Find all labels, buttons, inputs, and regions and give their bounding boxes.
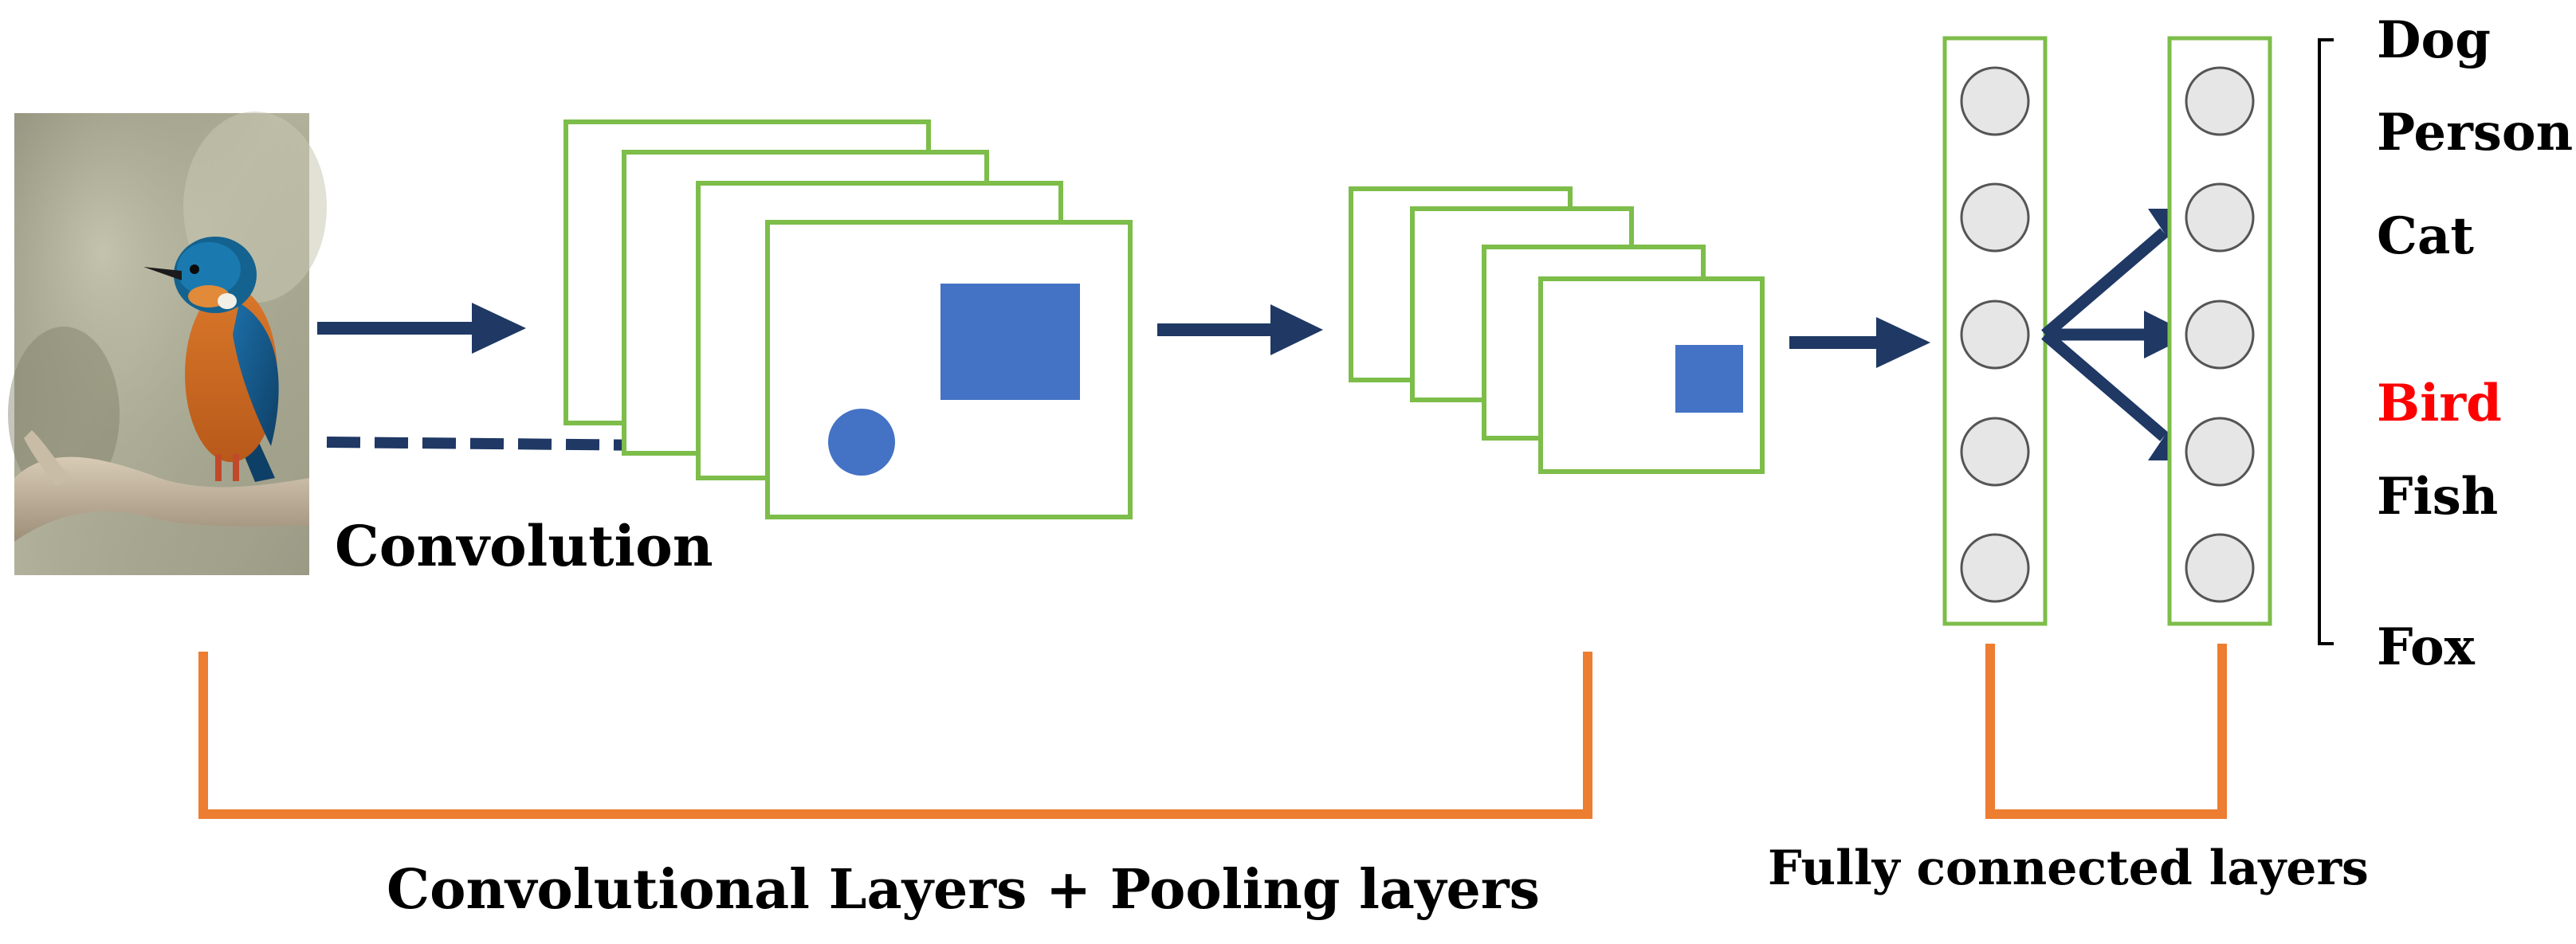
neuron bbox=[2185, 66, 2255, 136]
conv-feature-maps-stack-1 bbox=[564, 119, 1133, 519]
output-label-fox: Fox bbox=[2377, 617, 2476, 677]
feature-square-large bbox=[940, 284, 1080, 400]
input-to-conv-arrow bbox=[317, 303, 526, 354]
neuron bbox=[2185, 300, 2255, 370]
neuron bbox=[2185, 417, 2255, 487]
conv-pool-caption: Convolutional Layers + Pooling layers bbox=[387, 858, 1540, 922]
feature-square-small bbox=[1675, 345, 1743, 413]
output-bracket bbox=[2318, 38, 2334, 645]
fc-layer-column-1 bbox=[1942, 36, 2048, 626]
convolution-label: Convolution bbox=[335, 513, 713, 579]
output-label-cat: Cat bbox=[2377, 206, 2474, 266]
neuron bbox=[1960, 182, 2030, 253]
fc-bracket bbox=[1985, 644, 2227, 819]
fc-layer-column-2 bbox=[2167, 36, 2272, 626]
conv2-to-fc-arrow bbox=[1789, 317, 1930, 368]
neuron bbox=[1960, 417, 2030, 487]
output-label-bird: Bird bbox=[2377, 374, 2502, 433]
neuron bbox=[2185, 533, 2255, 603]
input-bird-image bbox=[8, 112, 327, 575]
neuron bbox=[1960, 66, 2030, 136]
pooling-feature-maps-stack-2 bbox=[1349, 186, 1765, 474]
output-class-labels: Dog Person Cat Bird Fish Fox bbox=[2377, 10, 2573, 677]
conv-pool-bracket bbox=[198, 652, 1592, 819]
output-label-fish: Fish bbox=[2377, 467, 2498, 527]
fc-caption: Fully connected layers bbox=[1768, 840, 2369, 896]
neuron bbox=[1960, 300, 2030, 370]
output-label-dog: Dog bbox=[2377, 10, 2491, 70]
neuron bbox=[1960, 533, 2030, 603]
output-label-person: Person bbox=[2377, 103, 2573, 163]
feature-circle bbox=[828, 409, 895, 476]
neuron bbox=[2185, 182, 2255, 253]
conv1-to-conv2-arrow bbox=[1157, 304, 1323, 355]
